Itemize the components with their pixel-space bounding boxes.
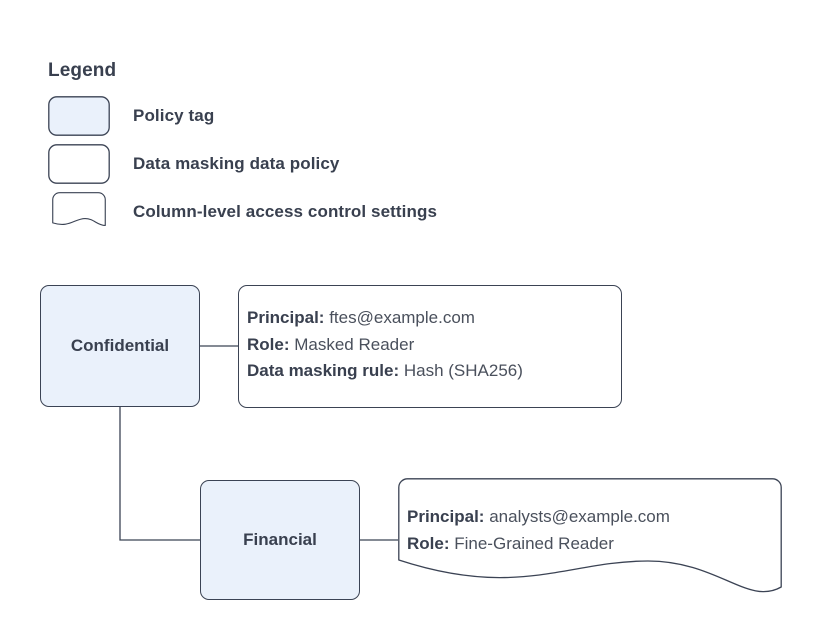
legend-title: Legend	[48, 60, 117, 81]
masking-line-role: Role: Masked Reader	[247, 332, 523, 359]
masking-line-rule: Data masking rule: Hash (SHA256)	[247, 358, 523, 385]
masking-line-role-value: Masked Reader	[294, 334, 415, 354]
colaccess-line-principal-key: Principal:	[407, 507, 485, 526]
colaccess-line-principal: Principal: analysts@example.com	[407, 504, 670, 531]
data-masking-policy-box[interactable]: Principal: ftes@example.com Role: Masked…	[238, 285, 622, 408]
colaccess-line-role-value: Fine-Grained Reader	[454, 533, 614, 553]
masking-line-rule-key: Data masking rule:	[247, 361, 400, 380]
masking-line-principal-value: ftes@example.com	[329, 308, 475, 327]
masking-line-rule-value: Hash (SHA256)	[403, 361, 523, 380]
column-access-settings-swatch-icon	[52, 192, 106, 227]
node-financial-label: Financial	[243, 530, 317, 549]
data-masking-policy-swatch-icon	[48, 144, 110, 184]
column-access-settings-text: Principal: analysts@example.com Role: Fi…	[407, 504, 670, 557]
policy-tag-swatch-icon	[48, 96, 110, 136]
node-confidential-label: Confidential	[70, 336, 170, 355]
legend-label-data-masking-policy: Data masking data policy	[133, 154, 340, 173]
legend-label-policy-tag: Policy tag	[133, 106, 215, 125]
colaccess-line-role-key: Role:	[407, 533, 450, 553]
colaccess-line-principal-value: analysts@example.com	[489, 507, 670, 526]
masking-line-principal: Principal: ftes@example.com	[247, 305, 523, 332]
column-access-settings-box[interactable]: Principal: analysts@example.com Role: Fi…	[398, 478, 782, 600]
node-confidential[interactable]: Confidential	[40, 285, 200, 407]
connector-confidential-to-financial	[119, 407, 200, 541]
column-access-settings-shape	[398, 478, 782, 593]
data-masking-policy-text: Principal: ftes@example.com Role: Masked…	[247, 305, 523, 385]
masking-line-role-key: Role:	[247, 334, 290, 354]
legend-label-column-access-settings: Column-level access control settings	[133, 202, 438, 221]
node-financial[interactable]: Financial	[200, 480, 360, 600]
colaccess-line-role: Role: Fine-Grained Reader	[407, 531, 670, 558]
masking-line-principal-key: Principal:	[247, 308, 325, 327]
